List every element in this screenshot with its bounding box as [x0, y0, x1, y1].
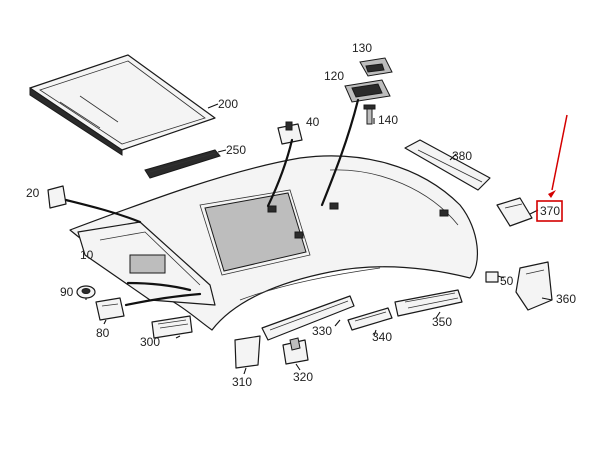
part-340-strip[interactable] [347, 307, 393, 331]
label-90: 90 [60, 285, 74, 299]
part-90-grommet[interactable] [76, 285, 96, 299]
label-130: 130 [352, 41, 372, 55]
part-20-cover[interactable] [47, 185, 67, 209]
label-40: 40 [306, 115, 320, 129]
label-380: 380 [452, 149, 472, 163]
part-80-handle[interactable] [95, 297, 125, 321]
part-250-trim-strip[interactable] [144, 149, 221, 179]
part-50-clip[interactable] [485, 271, 499, 283]
label-80: 80 [96, 326, 110, 340]
label-360: 360 [556, 292, 576, 306]
label-120: 120 [324, 69, 344, 83]
highlight-box [536, 200, 563, 222]
highlight-370 [536, 114, 568, 222]
part-310-trim-piece[interactable] [234, 335, 261, 369]
label-200: 200 [218, 97, 238, 111]
label-310: 310 [232, 375, 252, 389]
highlight-arrow [551, 114, 568, 191]
part-120-overhead-lamp[interactable] [344, 79, 391, 103]
part-350-foam-pad[interactable] [394, 289, 463, 317]
label-330: 330 [312, 324, 332, 338]
part-360-side-trim[interactable] [515, 261, 553, 311]
leader-lines [64, 98, 553, 375]
label-140: 140 [378, 113, 398, 127]
label-20: 20 [26, 186, 40, 200]
part-labels: 200 250 130 120 140 40 20 10 90 80 300 3… [26, 41, 576, 389]
part-40-bracket[interactable] [277, 121, 303, 145]
part-300-pad[interactable] [151, 315, 193, 339]
part-330-strip[interactable] [261, 295, 355, 341]
label-10: 10 [80, 248, 94, 262]
label-320: 320 [293, 370, 313, 384]
part-370-bracket[interactable] [496, 197, 533, 227]
label-350: 350 [432, 315, 452, 329]
part-320-trim-piece[interactable] [282, 337, 309, 365]
label-300: 300 [140, 335, 160, 349]
part-130-clip[interactable] [359, 57, 393, 77]
label-50: 50 [500, 274, 514, 288]
part-380-foam-pad[interactable] [404, 139, 491, 191]
part-200-sunroof-panel[interactable] [29, 54, 216, 156]
label-370: 370 [540, 204, 560, 218]
part-140-screw[interactable] [363, 104, 376, 125]
highlight-arrow-head [548, 190, 556, 198]
label-340: 340 [372, 330, 392, 344]
label-250: 250 [226, 143, 246, 157]
